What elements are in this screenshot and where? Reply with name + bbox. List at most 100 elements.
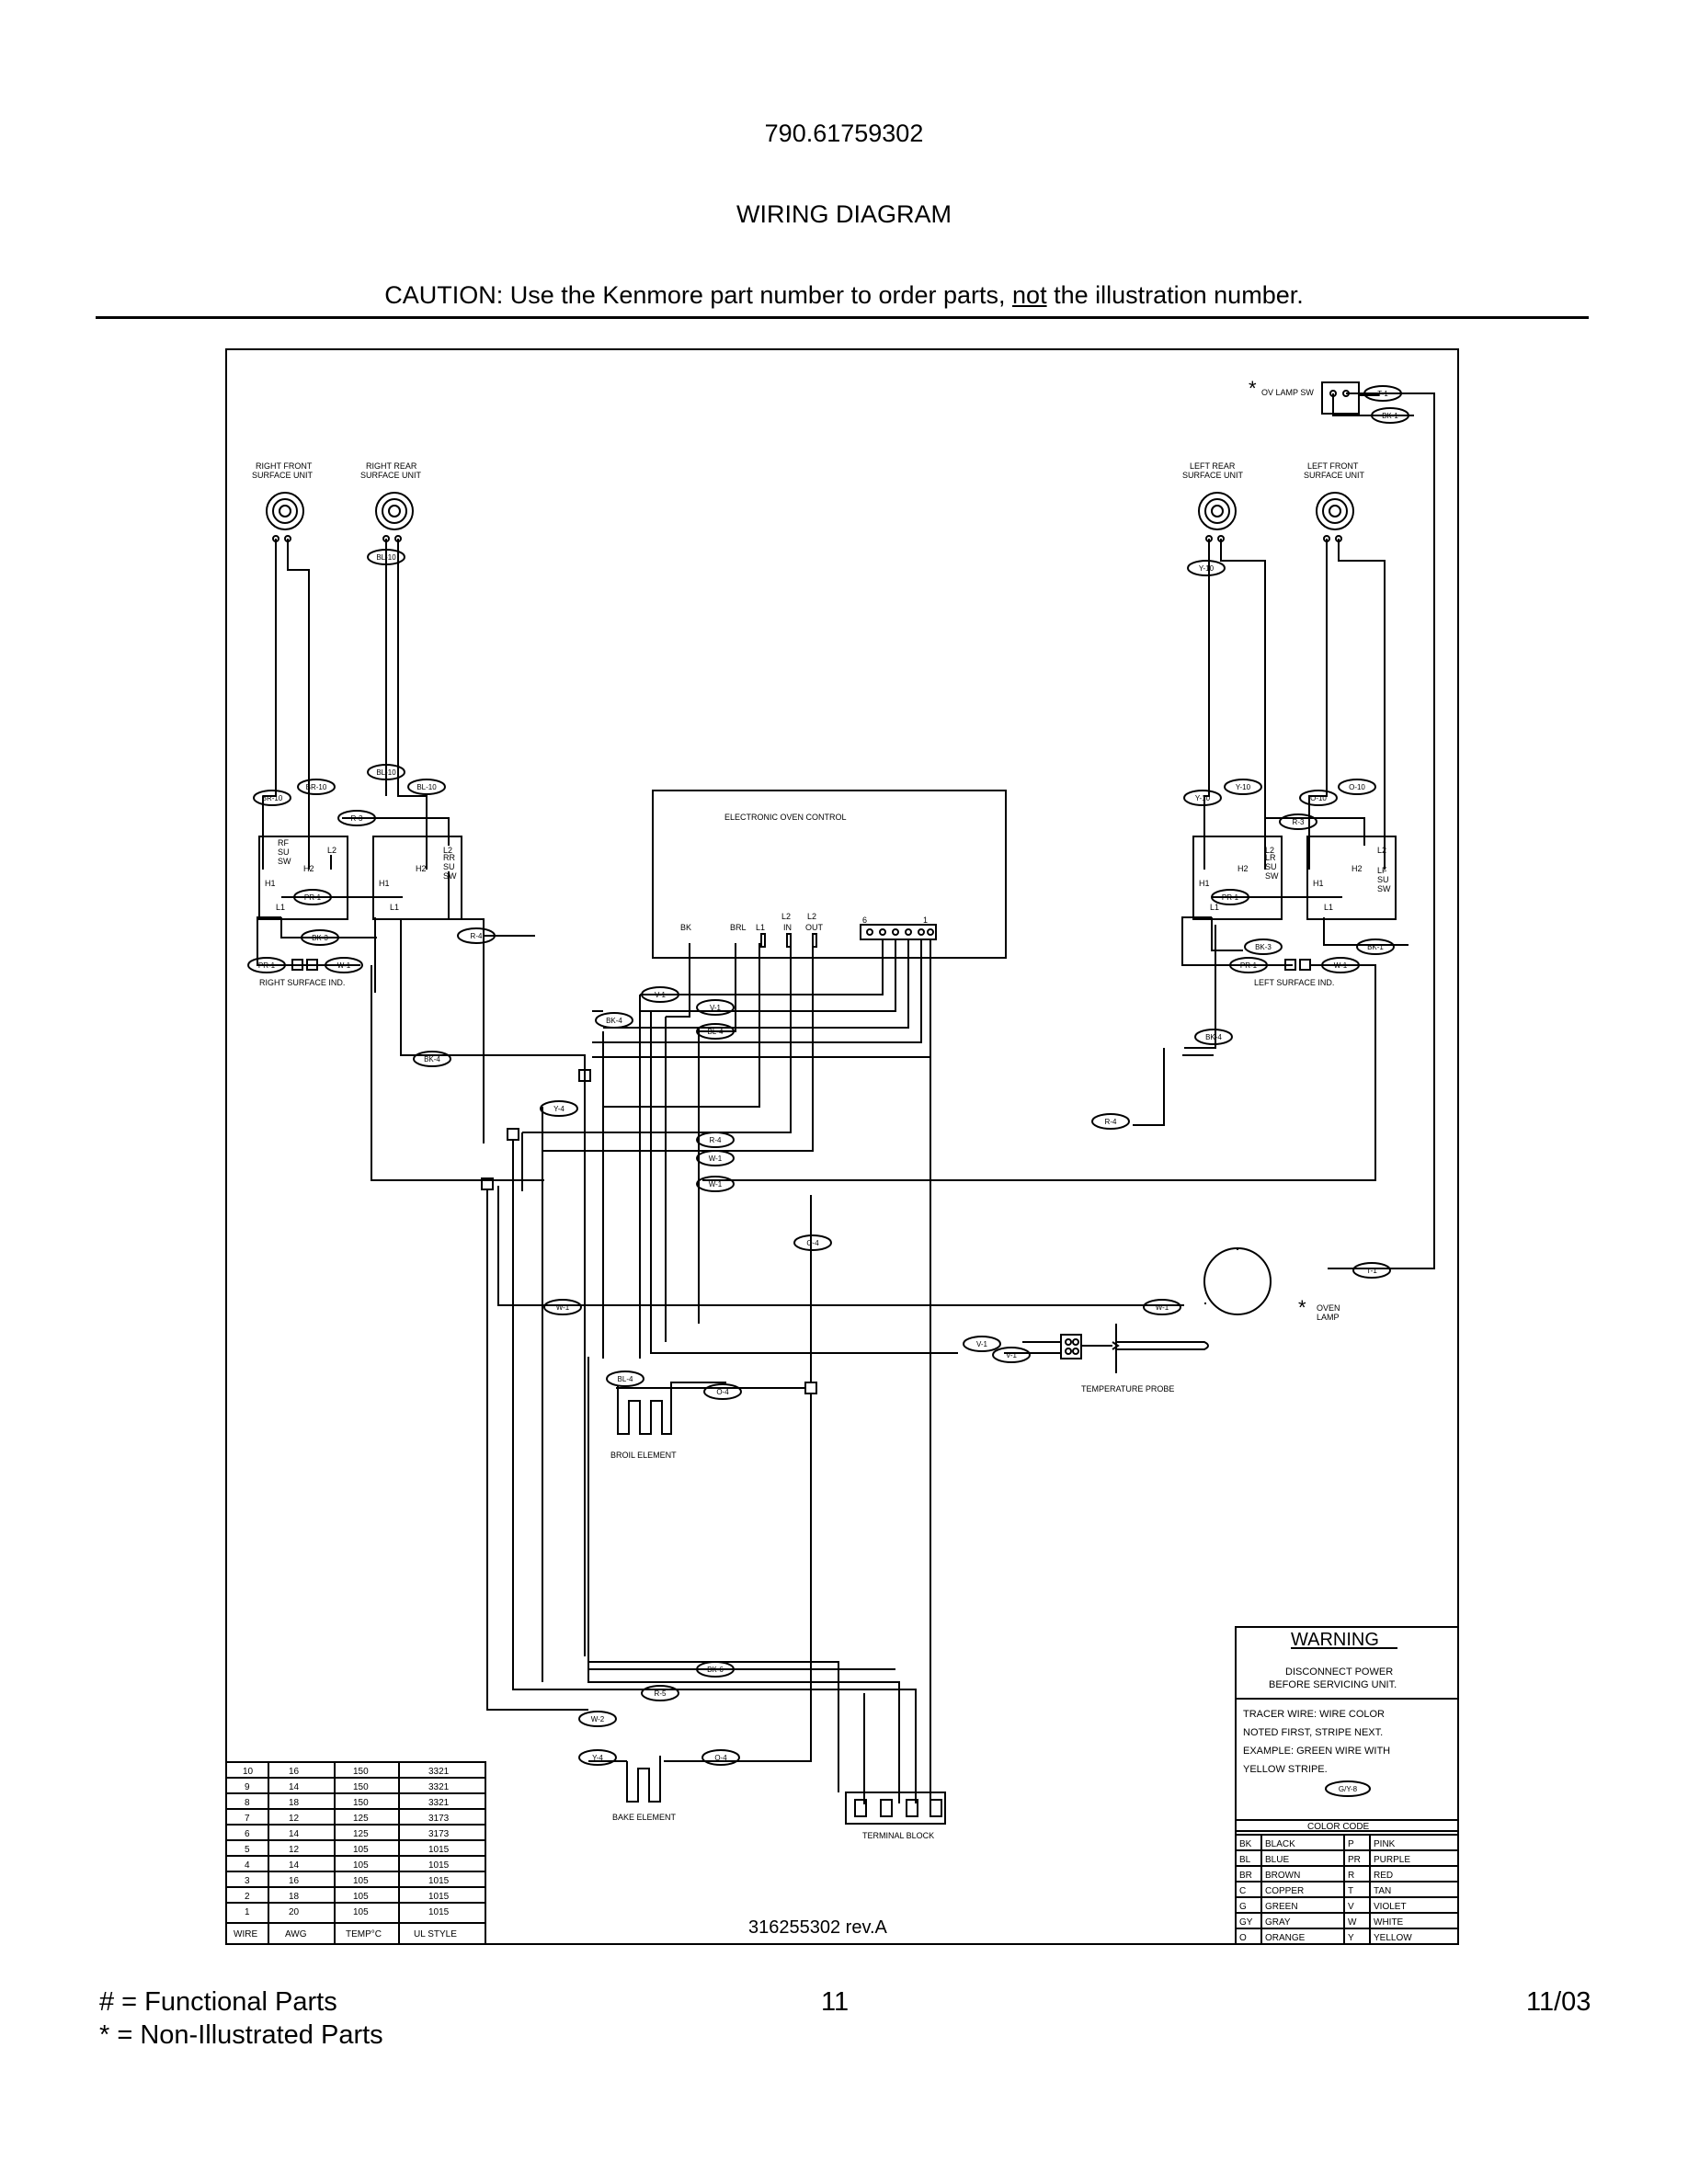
legend-non-illustrated-parts: * = Non-Illustrated Parts (99, 2020, 383, 2050)
tag-w2-a: W-2 (591, 1715, 605, 1723)
ctrl-term-brl: BRL (730, 923, 747, 932)
wt-r4-c2: 125 (353, 1829, 369, 1839)
rr-h2: H2 (416, 864, 427, 873)
wt-r8-c0: 2 (245, 1892, 250, 1902)
cc-r3-c0: C (1239, 1886, 1246, 1896)
cc-r3-c3: TAN (1374, 1886, 1391, 1896)
ctrl-term-l2-out: L2 (807, 912, 816, 921)
cc-r0-c3: PINK (1374, 1839, 1396, 1849)
tag-bk3-a: BK-3 (312, 934, 328, 942)
tag-w1-d: W-1 (709, 1180, 723, 1189)
probe-connector (1060, 1334, 1082, 1359)
tag-o4-b: O-4 (716, 1388, 729, 1396)
wt-r9-c2: 105 (353, 1907, 369, 1917)
ctrl-term-out: OUT (805, 923, 824, 932)
ov-lamp-switch (1321, 381, 1360, 415)
rf-l1: L1 (276, 903, 285, 912)
tag-w1-e: W-1 (556, 1303, 570, 1312)
cc-r6-c1: ORANGE (1265, 1933, 1306, 1943)
rf-h2: H2 (303, 864, 314, 873)
wiring-lines (257, 392, 1435, 1825)
left-rear-coil (1198, 492, 1237, 542)
right-rear-label-2: SURFACE UNIT (360, 471, 422, 480)
tag-y10-b: Y-10 (1236, 783, 1251, 791)
tag-r4-b: R-4 (710, 1136, 722, 1144)
rf-h1: H1 (265, 879, 276, 888)
wt-r7-c1: 16 (289, 1876, 300, 1886)
ctrl-term-6: 6 (862, 916, 867, 925)
caution-underlined: not (1012, 281, 1047, 309)
warning-title: WARNING (1291, 1630, 1379, 1650)
cc-r0-c0: BK (1239, 1839, 1252, 1849)
ctrl-term-1: 1 (923, 916, 928, 925)
wt-r3-c3: 3173 (428, 1814, 450, 1824)
oven-control-label: ELECTRONIC OVEN CONTROL (724, 813, 847, 822)
tag-v1-c: V-1 (976, 1340, 988, 1348)
tag-y10-c: Y-10 (1195, 794, 1211, 802)
junction-2 (507, 1128, 519, 1141)
wt-r5-c1: 12 (289, 1845, 300, 1855)
cc-r2-c0: BR (1239, 1871, 1252, 1881)
broil-element (617, 1386, 672, 1435)
oven-lamp-asterisk: * (1298, 1296, 1306, 1319)
revision-date: 11/03 (1526, 1987, 1591, 2017)
tag-v1-a: V-1 (655, 991, 667, 999)
wt-head-temp: TEMP°C (346, 1929, 382, 1939)
cc-r6-c0: O (1239, 1933, 1247, 1943)
lf-switch-box (1306, 836, 1397, 920)
wt-r8-c2: 105 (353, 1892, 369, 1902)
tag-bk6-a: BK-6 (707, 1666, 724, 1674)
diagram-frame (225, 348, 1459, 1945)
tag-r5-a: R-5 (655, 1689, 667, 1698)
rf-label-1: RF (278, 838, 289, 847)
page-number: 11 (821, 1987, 850, 2017)
tag-bk4-c: BK-4 (424, 1055, 440, 1064)
rr-l1: L1 (390, 903, 399, 912)
tag-pr1-d: PR-1 (1240, 961, 1258, 970)
tag-br10-a: BR-10 (306, 783, 327, 791)
wt-r5-c2: 105 (353, 1845, 369, 1855)
lf-label-2: SU (1377, 875, 1389, 884)
wt-head-awg: AWG (285, 1929, 307, 1939)
lf-label-1: LF (1377, 866, 1387, 875)
right-front-label-2: SURFACE UNIT (252, 471, 314, 480)
oven-lamp-label-2: LAMP (1317, 1313, 1340, 1322)
wt-r7-c2: 105 (353, 1876, 369, 1886)
tag-y10-a: Y-10 (1199, 564, 1215, 573)
tag-gy8: G/Y-8 (1339, 1785, 1358, 1793)
wt-r8-c1: 18 (289, 1892, 300, 1902)
tag-bl4-b: BL-4 (618, 1375, 633, 1383)
oven-lamp-label-1: OVEN (1317, 1303, 1340, 1313)
left-rear-label-1: LEFT REAR (1190, 461, 1236, 471)
oven-lamp-bulb (1203, 1247, 1272, 1315)
cc-r4-c1: GREEN (1265, 1902, 1298, 1912)
legend-functional-parts: # = Functional Parts (99, 1987, 337, 2017)
cc-r5-c2: W (1348, 1917, 1357, 1928)
junction-1 (578, 1069, 591, 1082)
tracer-line-2: NOTED FIRST, STRIPE NEXT. (1243, 1727, 1383, 1738)
ctrl-term-bk: BK (680, 923, 691, 932)
tag-bk4-b: BK-4 (606, 1017, 622, 1025)
cc-r4-c0: G (1239, 1902, 1247, 1912)
electronic-oven-control (652, 790, 1007, 959)
tracer-line-4: YELLOW STRIPE. (1243, 1764, 1328, 1775)
wt-r2-c1: 18 (289, 1798, 300, 1808)
caution-suffix: the illustration number. (1046, 281, 1304, 309)
lr-label-3: SW (1265, 871, 1279, 881)
wt-r9-c3: 1015 (428, 1907, 450, 1917)
terminal-block (845, 1792, 946, 1825)
wt-r3-c0: 7 (245, 1814, 250, 1824)
wt-r5-c3: 1015 (428, 1845, 450, 1855)
wt-r2-c2: 150 (353, 1798, 369, 1808)
cc-r0-c1: BLACK (1265, 1839, 1295, 1849)
bake-element-label: BAKE ELEMENT (612, 1813, 677, 1822)
tag-bl10-a: BL-10 (376, 553, 396, 562)
cc-r6-c3: YELLOW (1374, 1933, 1412, 1943)
lr-l2: L2 (1265, 846, 1274, 855)
tag-br10-b: BR-10 (262, 794, 283, 802)
wt-r9-c0: 1 (245, 1907, 250, 1917)
tag-v1-d: V-1 (1006, 1351, 1018, 1359)
cc-r0-c2: P (1348, 1839, 1354, 1849)
wt-r7-c0: 3 (245, 1876, 250, 1886)
ctrl-term-l2-in: L2 (781, 912, 791, 921)
